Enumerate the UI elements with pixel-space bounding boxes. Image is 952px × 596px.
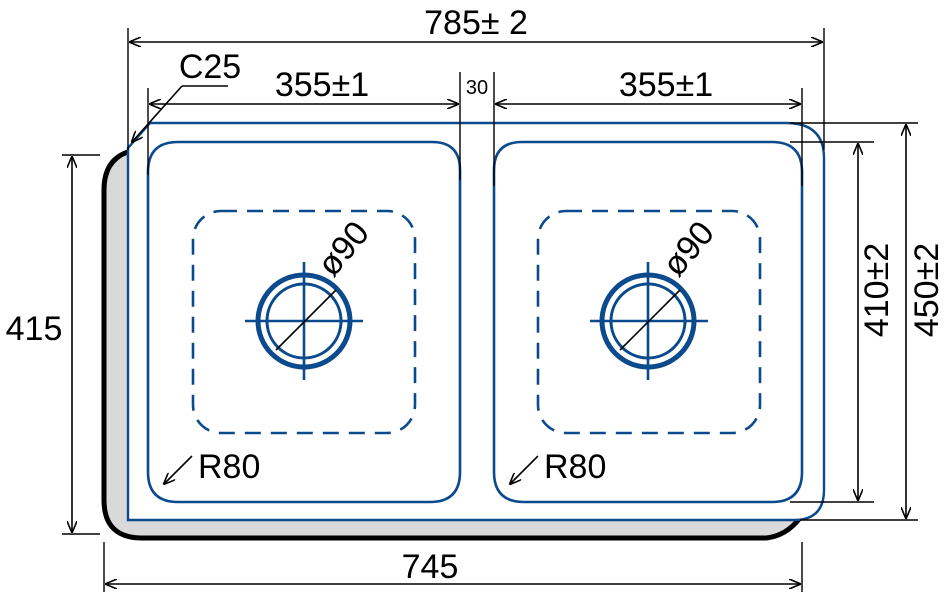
bowl-height-label: 410±2 <box>858 243 896 337</box>
base-width-label: 745 <box>402 548 459 586</box>
left-bowl-drain-area <box>191 209 417 435</box>
dim-chamfer: C25 <box>132 48 241 142</box>
divider-width-label: 30 <box>466 77 488 99</box>
left-radius-label: R80 <box>198 448 260 486</box>
overall-height-label: 450±2 <box>908 243 946 337</box>
right-bowl <box>492 140 804 504</box>
left-bowl <box>146 140 462 504</box>
right-radius-label: R80 <box>544 448 606 486</box>
left-height-label: 415 <box>6 310 63 348</box>
sink-base-edge <box>101 149 802 541</box>
left-bowl-width-label: 355±1 <box>275 66 369 104</box>
dim-bowl-height: 410±2 <box>790 141 896 503</box>
dim-left-height: 415 <box>6 154 100 535</box>
dim-radius-left: R80 <box>164 448 260 486</box>
dim-overall-width: 785± 2 <box>127 4 825 150</box>
dim-bowl-widths: 355±1 355±1 30 <box>147 66 803 186</box>
dim-overall-height: 450±2 <box>790 122 946 521</box>
right-bowl-drain-area <box>536 209 762 435</box>
overall-width-label: 785± 2 <box>424 4 528 42</box>
chamfer-label: C25 <box>179 48 241 86</box>
dim-radius-right: R80 <box>510 448 606 486</box>
sink-top-sheet <box>126 121 826 522</box>
dim-base-width: 745 <box>103 542 803 592</box>
right-bowl-width-label: 355±1 <box>619 66 713 104</box>
